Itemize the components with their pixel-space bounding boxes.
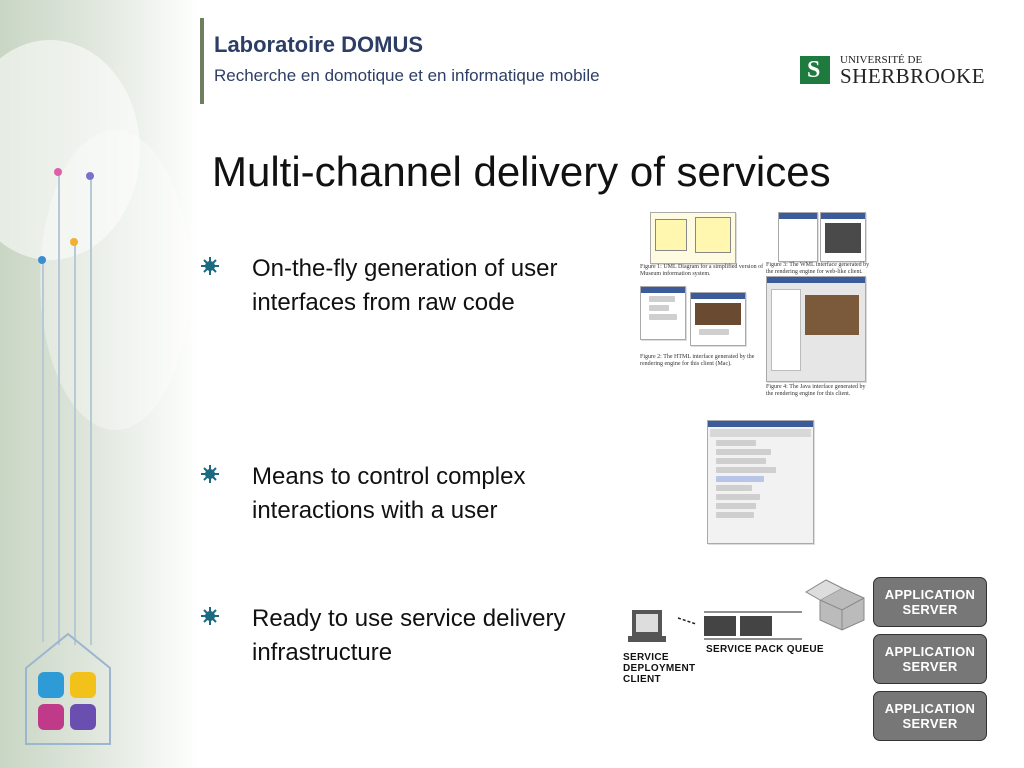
face-silhouette [40, 130, 190, 430]
bullet-star-icon [201, 607, 219, 625]
slide-title: Multi-channel delivery of services [212, 148, 831, 195]
wml-phone-figure [778, 212, 818, 262]
bullet-star-icon [201, 465, 219, 483]
figure-caption: Figure 4: The Java interface generated b… [766, 384, 866, 397]
bullet-text: On-the-fly generation of user interfaces… [252, 255, 558, 316]
application-server-box: APPLICATION SERVER [873, 577, 987, 627]
html-interface-figure [690, 292, 746, 346]
university-name: SHERBROOKE [840, 64, 986, 88]
bullet-text: Ready to use service delivery infrastruc… [252, 605, 566, 666]
decorative-stem [90, 180, 92, 645]
figure-caption: Figure 1: UML Diagram for a simplified v… [640, 264, 764, 277]
lab-subtitle: Recherche en domotique et en informatiqu… [214, 66, 600, 85]
uml-diagram-figure [650, 212, 736, 264]
header-accent-bar [200, 18, 204, 104]
university-shield-icon: S [800, 56, 830, 84]
service-client-label: SERVICE DEPLOYMENT CLIENT [623, 652, 696, 685]
service-deployment-diagram [628, 579, 865, 642]
university-top-text: UNIVERSITÉ DE [840, 54, 923, 66]
application-server-box: APPLICATION SERVER [873, 634, 987, 684]
house-logo-icon [25, 632, 111, 745]
bullet-text: Means to control complex interactions wi… [252, 463, 526, 524]
figure-caption: Figure 3: The WML interface generated by… [766, 262, 870, 275]
application-server-box: APPLICATION SERVER [873, 691, 987, 741]
bullet-star-icon [201, 257, 219, 275]
decorative-dot [38, 256, 46, 264]
decorative-stem [74, 245, 76, 645]
university-logo: S UNIVERSITÉ DE SHERBROOKE [800, 48, 1000, 88]
decorative-stem [58, 175, 60, 645]
tree-view-window-figure [707, 420, 814, 544]
lab-title: Laboratoire DOMUS [214, 32, 424, 57]
wml-screen-figure [820, 212, 866, 262]
html-interface-figure [640, 286, 686, 340]
decorative-left-strip [0, 0, 200, 768]
java-interface-figure [766, 276, 866, 382]
figure-caption: Figure 2: The HTML interface generated b… [640, 354, 755, 367]
background-ghost-shape [0, 40, 140, 260]
decorative-dot [86, 172, 94, 180]
decorative-dot [70, 238, 78, 246]
service-queue-label: SERVICE PACK QUEUE [706, 644, 824, 655]
decorative-stem [42, 262, 44, 642]
decorative-dot [54, 168, 62, 176]
